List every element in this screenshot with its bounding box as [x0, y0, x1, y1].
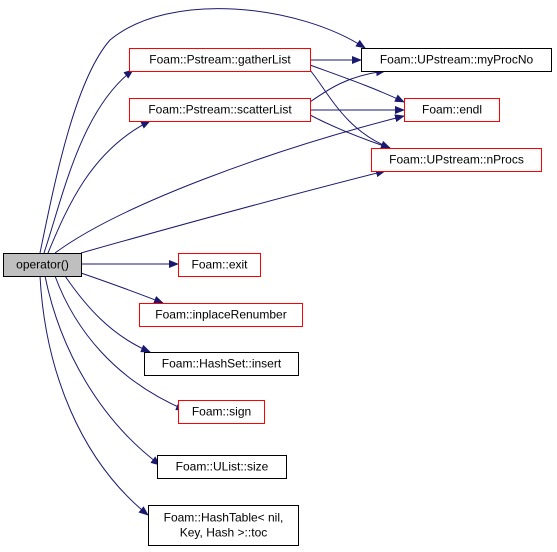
node-endl[interactable]: Foam::endl [404, 98, 500, 122]
node-hashSetInsert[interactable]: Foam::HashSet::insert [144, 352, 299, 376]
node-label-sign: Foam::sign [192, 405, 251, 419]
edge-root-to-hashTableToc [39, 275, 149, 516]
node-box-endl [404, 98, 500, 122]
nodes-layer: operator()Foam::Pstream::gatherListFoam:… [3, 48, 552, 546]
node-label-hashTableToc-0: Foam::HashTable< nil, [164, 511, 284, 525]
edge-root-to-sign [54, 275, 186, 411]
node-exit[interactable]: Foam::exit [178, 253, 261, 277]
node-box-hashSetInsert [144, 352, 299, 376]
node-box-sign [178, 400, 265, 424]
edge-root-to-myProcNo [39, 8, 366, 254]
node-label-scatterList: Foam::Pstream::scatterList [148, 103, 292, 117]
node-box-myProcNo [361, 48, 552, 72]
node-gatherList[interactable]: Foam::Pstream::gatherList [129, 48, 311, 72]
edge-root-to-hashSetInsert [64, 275, 151, 353]
node-label-nProcs: Foam::UPstream::nProcs [389, 153, 524, 167]
edge-root-to-gatherList [43, 69, 134, 254]
node-box-gatherList [129, 48, 311, 72]
node-box-ulistSize [157, 455, 287, 479]
edge-gatherList-to-endl [309, 64, 405, 103]
node-label-exit: Foam::exit [191, 258, 248, 272]
node-label-hashTableToc-1: Key, Hash >::toc [180, 526, 268, 540]
node-inplaceRenumber[interactable]: Foam::inplaceRenumber [139, 303, 303, 327]
node-ulistSize[interactable]: Foam::UList::size [157, 455, 287, 479]
node-box-root [3, 253, 82, 277]
node-label-gatherList: Foam::Pstream::gatherList [149, 53, 291, 67]
edge-scatterList-to-nProcs [309, 114, 391, 149]
node-box-hashTableToc [148, 505, 299, 546]
node-label-hashSetInsert: Foam::HashSet::insert [162, 357, 282, 371]
edge-scatterList-to-myProcNo [309, 68, 386, 103]
node-root[interactable]: operator() [3, 253, 82, 277]
edge-gatherList-to-nProcs [309, 69, 391, 149]
node-myProcNo[interactable]: Foam::UPstream::myProcNo [361, 48, 552, 72]
edge-root-to-scatterList [47, 120, 151, 254]
node-box-exit [178, 253, 261, 277]
node-sign[interactable]: Foam::sign [178, 400, 265, 424]
node-label-ulistSize: Foam::UList::size [176, 460, 269, 474]
edges-layer [39, 8, 405, 516]
node-label-myProcNo: Foam::UPstream::myProcNo [380, 53, 534, 67]
node-nProcs[interactable]: Foam::UPstream::nProcs [371, 148, 542, 172]
node-hashTableToc[interactable]: Foam::HashTable< nil,Key, Hash >::toc [148, 505, 299, 546]
edge-root-to-endl [54, 114, 405, 254]
node-box-nProcs [371, 148, 542, 172]
node-label-endl: Foam::endl [422, 103, 482, 117]
node-box-scatterList [129, 98, 311, 122]
node-label-inplaceRenumber: Foam::inplaceRenumber [155, 308, 286, 322]
node-scatterList[interactable]: Foam::Pstream::scatterList [129, 98, 311, 122]
edge-root-to-nProcs [80, 169, 386, 254]
node-box-inplaceRenumber [139, 303, 303, 327]
edge-root-to-ulistSize [44, 275, 161, 466]
edge-root-to-inplaceRenumber [80, 272, 164, 304]
node-label-root: operator() [16, 258, 69, 272]
